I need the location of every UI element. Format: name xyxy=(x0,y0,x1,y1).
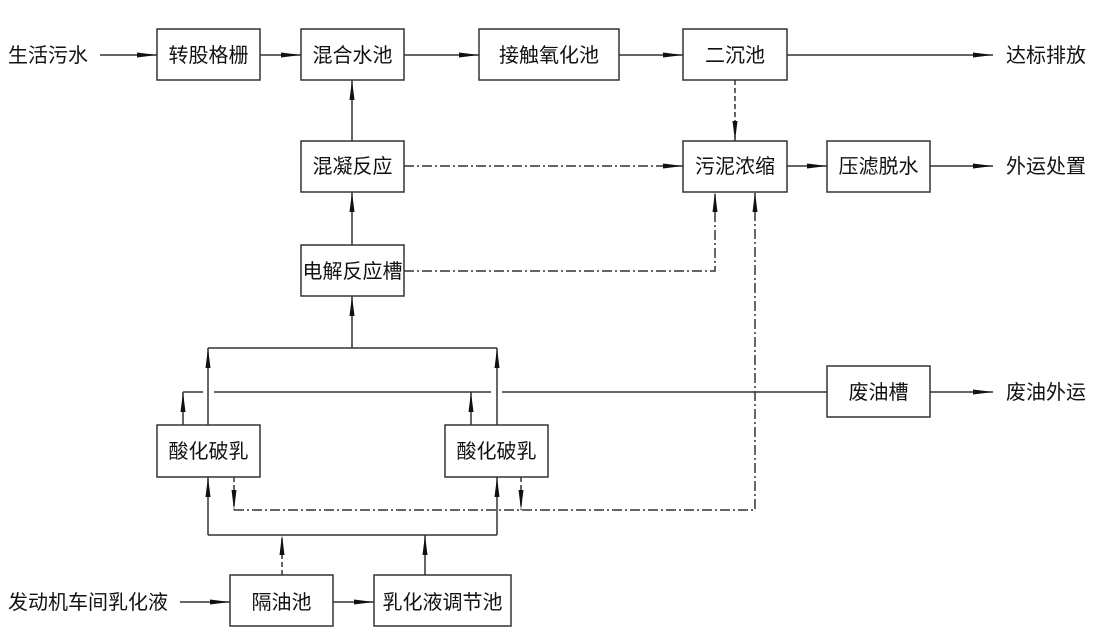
node-oil-separator-label: 隔油池 xyxy=(252,590,312,614)
node-electrolysis-label: 电解反应槽 xyxy=(303,259,403,283)
input-domestic-sewage: 生活污水 xyxy=(8,43,88,67)
node-screen: 转股格栅 xyxy=(156,28,261,81)
edge-electrolysis-to-thickening xyxy=(404,192,718,272)
node-waste-oil-tank-label: 废油槽 xyxy=(849,380,909,404)
node-electrolysis: 电解反应槽 xyxy=(300,244,405,297)
edge-demulsify-sludge-to-thickening xyxy=(234,192,758,511)
node-acid-demulsify-1: 酸化破乳 xyxy=(156,424,261,478)
node-sludge-thickening-label: 污泥浓缩 xyxy=(695,154,775,178)
node-contact-oxidation-label: 接触氧化池 xyxy=(499,43,599,67)
node-contact-oxidation: 接触氧化池 xyxy=(478,28,620,81)
labels: 生活污水 达标排放 外运处置 废油外运 发动机车间乳化液 xyxy=(8,43,1086,614)
node-coagulation: 混凝反应 xyxy=(300,140,405,193)
output-waste-oil-out: 废油外运 xyxy=(1006,380,1086,404)
node-emulsion-equalization: 乳化液调节池 xyxy=(373,574,512,627)
node-filter-press: 压滤脱水 xyxy=(826,140,931,193)
node-sludge-thickening: 污泥浓缩 xyxy=(682,140,788,193)
node-waste-oil-tank: 废油槽 xyxy=(826,365,931,418)
node-filter-press-label: 压滤脱水 xyxy=(839,154,919,178)
node-acid-demulsify-1-label: 酸化破乳 xyxy=(169,439,249,463)
input-emulsion: 发动机车间乳化液 xyxy=(8,590,168,614)
output-offsite-disposal: 外运处置 xyxy=(1006,154,1086,178)
node-secondary-clarifier: 二沉池 xyxy=(682,28,788,81)
node-mix-tank: 混合水池 xyxy=(300,28,405,81)
node-emulsion-equalization-label: 乳化液调节池 xyxy=(383,590,503,614)
node-oil-separator: 隔油池 xyxy=(229,574,334,627)
node-mix-tank-label: 混合水池 xyxy=(313,43,393,67)
node-screen-label: 转股格栅 xyxy=(169,43,249,67)
node-secondary-clarifier-label: 二沉池 xyxy=(705,43,765,67)
connectors xyxy=(100,52,993,605)
output-discharge: 达标排放 xyxy=(1006,43,1086,67)
node-acid-demulsify-2-label: 酸化破乳 xyxy=(457,439,537,463)
node-acid-demulsify-2: 酸化破乳 xyxy=(444,424,549,478)
node-coagulation-label: 混凝反应 xyxy=(313,154,393,178)
